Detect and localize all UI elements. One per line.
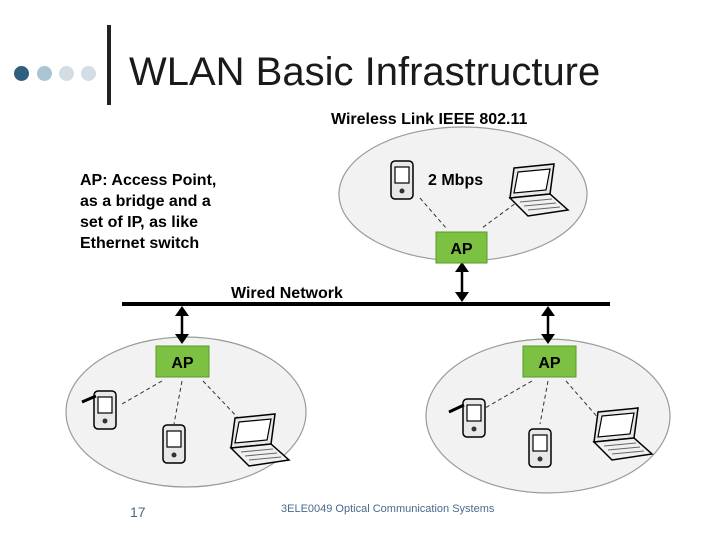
wireless-link-line: [481, 199, 521, 229]
access-point-right: AP: [522, 345, 577, 378]
wired-network-label: Wired Network: [231, 285, 343, 302]
phone-antenna: [81, 394, 97, 404]
ap-description-line: set of IP, as like: [80, 214, 198, 231]
slide-bullet-dot: [14, 66, 29, 81]
wireless-link-label: Wireless Link IEEE 802.11: [331, 111, 528, 128]
phone-icon: [528, 428, 552, 468]
ap-label: AP: [538, 355, 561, 372]
wireless-link-line: [539, 380, 549, 425]
phone-icon: [462, 398, 486, 438]
wireless-link-line: [121, 380, 163, 405]
wireless-link-line: [565, 380, 601, 421]
phone-icon: [162, 424, 186, 464]
phone-icon: [390, 160, 414, 200]
ap-description-line: as a bridge and a: [80, 193, 211, 210]
data-rate-label: 2 Mbps: [428, 172, 483, 189]
ap-uplink-arrow: [541, 306, 555, 344]
wireless-link-line: [484, 380, 533, 409]
title-divider: [107, 25, 111, 105]
slide-title: WLAN Basic Infrastructure: [129, 50, 601, 94]
phone-antenna: [448, 403, 465, 414]
access-point-top: AP: [435, 231, 488, 264]
wireless-link-line: [173, 380, 183, 425]
phone-icon: [93, 390, 117, 430]
ap-description-line: Ethernet switch: [80, 235, 199, 252]
ap-label: AP: [171, 355, 194, 372]
slide-number: 17: [130, 504, 146, 520]
slide-bullet-dot: [81, 66, 96, 81]
slide-bullet-dot: [59, 66, 74, 81]
ap-description-line: AP: Access Point,: [80, 172, 216, 189]
ap-label: AP: [450, 241, 473, 258]
slide-footer: 3ELE0049 Optical Communication Systems: [281, 503, 495, 515]
wireless-link-line: [202, 380, 241, 421]
ap-uplink-arrow: [455, 262, 469, 302]
ap-uplink-arrow: [175, 306, 189, 344]
access-point-left: AP: [155, 345, 210, 378]
slide-bullet-dot: [37, 66, 52, 81]
